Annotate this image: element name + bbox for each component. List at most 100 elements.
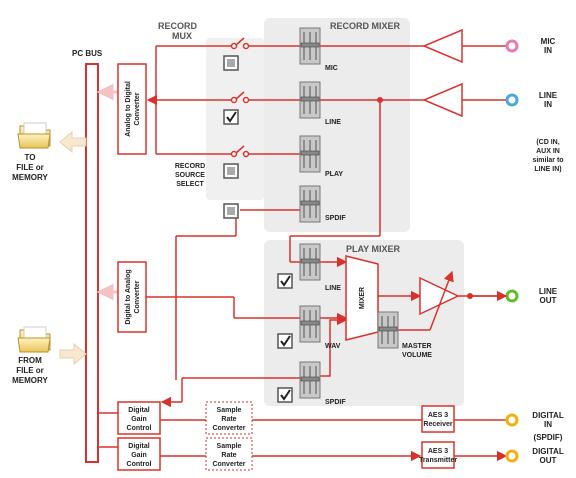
line-out-label-1: LINE: [539, 287, 558, 296]
check-icon: [280, 389, 291, 401]
to-file-label-2: FILE or: [16, 163, 44, 172]
junction-dot: [377, 97, 383, 103]
to-file-label-3: MEMORY: [12, 173, 48, 182]
check-icon: [280, 335, 291, 347]
play-fader-wav[interactable]: [299, 305, 321, 343]
mic-in-label-2: IN: [544, 46, 552, 55]
src-out-label-3: Converter: [212, 461, 245, 468]
record-mux-title-1: RECORD: [158, 21, 198, 31]
line-in-label-1: LINE: [539, 91, 558, 100]
digital-in-label-1: DIGITAL: [532, 411, 564, 420]
src-out-label-1: Sample: [217, 443, 242, 450]
src-box-out: [205, 437, 253, 471]
dgc-in-label-3: Control: [127, 425, 152, 432]
record-source-select-1: RECORD: [175, 163, 205, 170]
record-fader-line[interactable]: [299, 81, 321, 119]
from-file-folder-icon: [17, 326, 51, 353]
aes-transmitter-label-2: Transmitter: [419, 457, 457, 464]
master-volume-fader[interactable]: [377, 311, 399, 349]
pc-bus-label: PC BUS: [72, 49, 103, 58]
dac-label-2: Converter: [134, 280, 141, 313]
mic-in-jack[interactable]: [505, 39, 519, 53]
from-file-label-3: MEMORY: [12, 376, 48, 385]
src-in-label-2: Rate: [221, 416, 236, 423]
aes-transmitter-box: [421, 441, 455, 469]
from-file-label-1: FROM: [18, 356, 42, 365]
record-fader-play-label: PLAY: [325, 171, 343, 178]
aes-receiver-label-2: Receiver: [423, 421, 452, 428]
aes-receiver-label-1: AES 3: [428, 412, 448, 419]
line-in-label-2: IN: [544, 100, 552, 109]
digital-in-label-3: (SPDIF): [534, 433, 563, 442]
junction-dot: [467, 293, 473, 299]
to-file-label-1: TO: [25, 153, 36, 162]
dac-label-1: Digital to Analog: [125, 269, 132, 324]
record-fader-mic-label: MIC: [325, 65, 338, 72]
cd-note-4: LINE IN): [534, 166, 561, 173]
record-fader-spdif[interactable]: [299, 185, 321, 223]
cd-note-3: similar to: [532, 157, 563, 164]
check-icon: [226, 111, 237, 123]
dgc-in-label-2: Gain: [131, 416, 147, 423]
src-box-in: [205, 401, 253, 435]
play-mixer-title: PLAY MIXER: [346, 244, 401, 254]
dgc-out-label-2: Gain: [131, 452, 147, 459]
record-mux-checkboxes: [223, 55, 239, 219]
digital-in-jack[interactable]: [505, 413, 519, 427]
to-file-arrow: [59, 130, 87, 154]
cd-note-2: AUX IN: [536, 148, 560, 155]
src-out-label-2: Rate: [221, 452, 236, 459]
adc-label-2: Converter: [134, 92, 141, 125]
play-fader-spdif-label: SPDIF: [325, 399, 346, 406]
mic-amp-icon: [422, 28, 463, 64]
play-fader-line[interactable]: [299, 243, 321, 281]
dgc-in-label-1: Digital: [128, 407, 149, 414]
dgc-out-label-1: Digital: [128, 443, 149, 450]
play-fader-spdif[interactable]: [299, 361, 321, 399]
play-fader-wav-label: WAV: [325, 343, 341, 350]
record-mux-title-2: MUX: [172, 31, 192, 41]
mic-in-label-1: MIC: [541, 37, 556, 46]
digital-out-label-2: OUT: [540, 456, 557, 465]
record-source-select-3: SELECT: [176, 181, 204, 188]
bus-arrow-adc: [96, 83, 118, 101]
to-file-folder-icon: [17, 122, 51, 149]
digital-out-label-1: DIGITAL: [532, 447, 564, 456]
master-volume-label-1: MASTER: [402, 343, 432, 350]
cd-note-1: (CD IN,: [536, 139, 559, 146]
master-volume-arrow: [429, 270, 454, 331]
digital-in-label-2: IN: [544, 420, 552, 429]
record-fader-mic[interactable]: [299, 27, 321, 65]
record-mux-switches: [230, 37, 250, 158]
adc-label-1: Analog to Digital: [125, 81, 132, 137]
src-in-label-3: Converter: [212, 425, 245, 432]
play-fader-line-label: LINE: [325, 285, 341, 292]
line-out-jack[interactable]: [505, 289, 519, 303]
master-volume-label-2: VOLUME: [402, 352, 432, 359]
from-file-label-2: FILE or: [16, 366, 44, 375]
dgc-out-label-3: Control: [127, 461, 152, 468]
src-in-label-1: Sample: [217, 407, 242, 414]
line-in-jack[interactable]: [505, 93, 519, 107]
record-source-select-2: SOURCE: [175, 172, 205, 179]
aes-transmitter-label-1: AES 3: [428, 448, 448, 455]
dgc-box-in: [117, 401, 161, 435]
line-amp-icon: [422, 82, 463, 118]
aes-receiver-box: [421, 405, 455, 433]
record-mixer-title: RECORD MIXER: [330, 21, 401, 31]
adc-box: [117, 63, 147, 155]
record-mixer-panel: [264, 18, 410, 232]
mixer-label: MIXER: [359, 287, 366, 309]
bus-arrow-dac: [96, 283, 118, 301]
digital-out-jack[interactable]: [505, 449, 519, 463]
from-file-arrow: [59, 342, 87, 366]
check-icon: [280, 275, 291, 287]
pc-bus: [85, 63, 99, 463]
signal-wires: [98, 45, 508, 462]
record-fader-line-label: LINE: [325, 119, 341, 126]
record-fader-spdif-label: SPDIF: [325, 215, 346, 222]
line-out-label-2: OUT: [540, 296, 557, 305]
record-fader-play[interactable]: [299, 135, 321, 173]
